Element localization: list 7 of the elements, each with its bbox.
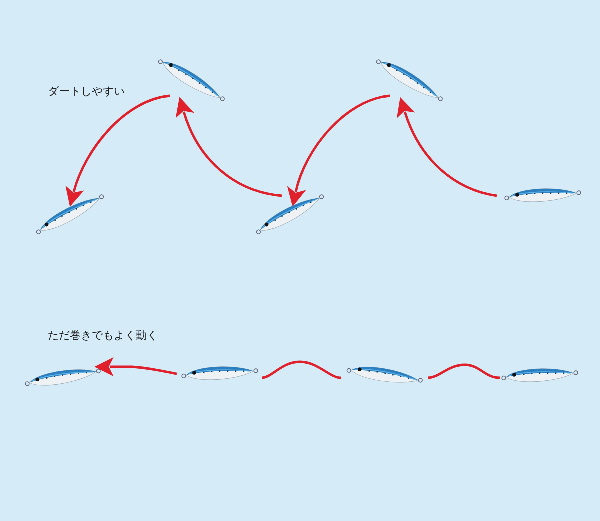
arrow — [288, 94, 390, 207]
arrow — [397, 98, 498, 198]
arrow — [176, 97, 282, 198]
note-text: ただ巻きでもよく動く — [48, 328, 158, 343]
arrow — [94, 357, 178, 377]
arrow — [66, 94, 170, 207]
note-text: ダートしやすい — [48, 84, 125, 99]
